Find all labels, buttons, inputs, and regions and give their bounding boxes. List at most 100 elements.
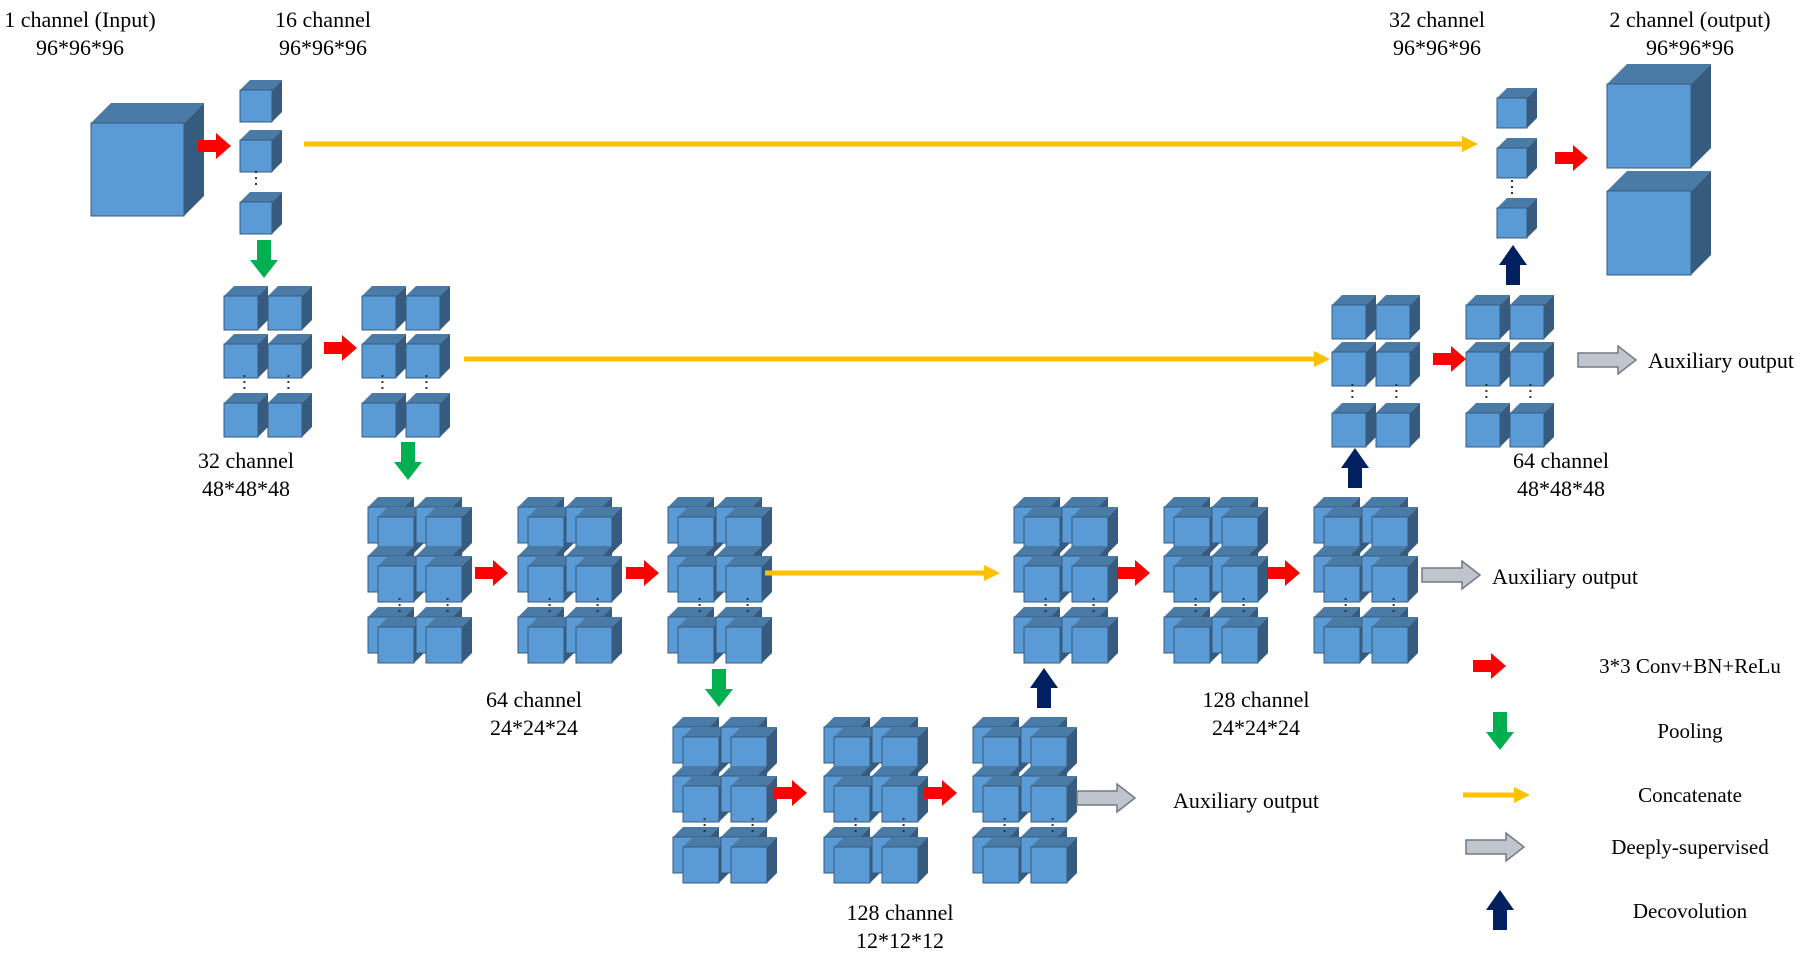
ellipsis-dot [1242,610,1245,612]
feature-cube [1030,837,1077,884]
output-size-label: 96*96*96 [1646,35,1734,60]
feature-cube [223,393,268,438]
feature-cube [361,286,406,331]
feature-cube [239,130,282,173]
ellipsis-dot [596,598,599,600]
ellipsis-dot [1344,610,1347,612]
ellipsis-dot [446,604,449,606]
ellipsis-dot [381,387,384,389]
deconvolution-arrow-icon [1486,890,1514,930]
ellipsis-dot [446,610,449,612]
ellipsis-dot [703,818,706,820]
ellipsis-dot [698,604,701,606]
pooling-arrow-icon [1486,712,1514,750]
feature-cube [725,617,772,664]
aux-output-label-bottom: Auxiliary output [1173,788,1319,813]
ellipsis-dot [287,375,290,377]
feature-cube [1371,556,1418,603]
ellipsis-dot [1395,396,1398,398]
feature-cube [425,556,472,603]
ellipsis-dot [255,183,257,185]
feature-cube [1221,617,1268,664]
legend-item-concatenate: Concatenate [1463,783,1742,807]
ellipsis-dot [1511,180,1513,182]
dec2-size-label: 48*48*48 [1517,476,1605,501]
feature-cube [1465,403,1510,448]
legend-label-deconvolution: Decovolution [1633,899,1748,923]
ellipsis-dot [1092,604,1095,606]
feature-cube [881,776,928,823]
ellipsis-dots [243,171,1532,832]
deeply-supervised-arrow-icon [1577,344,1638,376]
feature-cube [1375,295,1420,340]
flow-arrows [198,133,1638,814]
ellipsis-dot [1392,604,1395,606]
feature-cube [1331,295,1376,340]
feature-cube [730,837,777,884]
conv-arrow-icon [1267,560,1300,586]
ellipsis-dot [398,598,401,600]
feature-cube [682,776,729,823]
feature-cube [1606,171,1711,276]
input-channel-label: 1 channel (Input) [4,7,156,32]
feature-cube [223,334,268,379]
ellipsis-dot [446,598,449,600]
concatenate-arrow-shape [1463,787,1530,803]
conv-arrow-icon [1473,653,1506,679]
enc1-size-label: 96*96*96 [279,35,367,60]
ellipsis-dot [548,604,551,606]
feature-cube [1221,556,1268,603]
ellipsis-dot [902,818,905,820]
feature-cube [425,617,472,664]
ellipsis-dot [1242,604,1245,606]
ellipsis-dot [1351,396,1354,398]
bottleneck-channel-label: 128 channel [847,900,954,925]
ellipsis-dot [1529,390,1532,392]
ellipsis-dot [902,824,905,826]
conv-arrow-icon [774,780,807,806]
feature-cube [1465,342,1510,387]
feature-cube [90,103,204,217]
ellipsis-dot [854,818,857,820]
feature-cube [239,192,282,235]
ellipsis-dot [287,387,290,389]
ellipsis-dot [1051,824,1054,826]
deconvolution-arrow-icon [1499,245,1527,285]
enc2-size-label: 48*48*48 [202,476,290,501]
feature-cube [575,617,622,664]
deeply-supervised-arrow-shape [1465,831,1526,863]
ellipsis-dot [255,171,257,173]
legend-label-concatenate: Concatenate [1638,783,1742,807]
ellipsis-dot [1485,384,1488,386]
deconvolution-arrow-icon [1341,448,1369,488]
ellipsis-dot [1092,610,1095,612]
conv-arrow-icon [626,560,659,586]
feature-cube [361,393,406,438]
ellipsis-dot [1003,824,1006,826]
feature-cube [1331,403,1376,448]
feature-cube [267,286,312,331]
ellipsis-dot [1044,598,1047,600]
legend-label-deeply-supervised: Deeply-supervised [1611,835,1769,859]
legend-item-deconvolution: Decovolution [1486,890,1748,930]
feature-cube [1465,295,1510,340]
ellipsis-dot [1351,384,1354,386]
ellipsis-dot [1003,818,1006,820]
ellipsis-dot [1395,390,1398,392]
feature-cube [1496,198,1537,239]
deeply-supervised-arrow-icon [1076,782,1137,814]
ellipsis-dot [746,610,749,612]
ellipsis-dot [398,610,401,612]
feature-cube [405,334,450,379]
aux-output-label-middle: Auxiliary output [1492,564,1638,589]
feature-cube [1071,617,1118,664]
ellipsis-dot [287,381,290,383]
ellipsis-dot [902,830,905,832]
ellipsis-dot [746,598,749,600]
ellipsis-dot [1242,598,1245,600]
ellipsis-dot [1511,192,1513,194]
feature-cube [1509,342,1554,387]
dec3-channel-label: 128 channel [1203,687,1310,712]
conv-arrow-icon [1117,560,1150,586]
pooling-arrow-icon [250,240,278,278]
